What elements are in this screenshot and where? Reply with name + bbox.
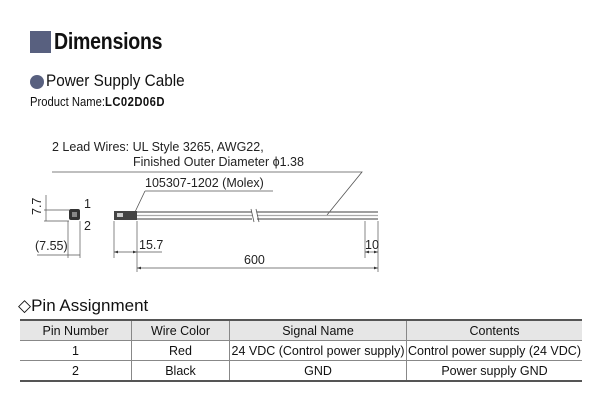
header-pin-number: Pin Number bbox=[20, 320, 132, 341]
pin2-label: 2 bbox=[84, 219, 91, 233]
page-title: Dimensions bbox=[54, 28, 163, 54]
pin-number: 1 bbox=[20, 340, 132, 361]
leader-lines bbox=[52, 171, 363, 216]
section-title: Power Supply Cable bbox=[46, 71, 185, 90]
dim-width: (7.55) bbox=[35, 239, 68, 253]
connector-side-view bbox=[114, 211, 137, 220]
pin-number: 2 bbox=[20, 360, 132, 382]
pin-assignment-table: Pin Number Wire Color Signal Name Conten… bbox=[20, 319, 582, 382]
product-label: Product Name: bbox=[30, 95, 106, 109]
diameter-label: Finished Outer Diameter ϕ1.38 bbox=[133, 155, 304, 169]
contents: Control power supply (24 VDC) bbox=[406, 340, 582, 361]
table-row: 2 Black GND Power supply GND bbox=[20, 360, 582, 382]
heading-square-icon bbox=[30, 31, 51, 53]
signal-name: 24 VDC (Control power supply) bbox=[229, 340, 407, 361]
table-header-row: Pin Number Wire Color Signal Name Conten… bbox=[20, 320, 582, 341]
dim-height: 7.7 bbox=[30, 198, 44, 215]
lead-wires-label: 2 Lead Wires: UL Style 3265, AWG22, bbox=[52, 140, 264, 154]
header-signal-name: Signal Name bbox=[229, 320, 407, 341]
header-wire-color: Wire Color bbox=[131, 320, 230, 341]
pin-assignment-title: ◇Pin Assignment bbox=[18, 296, 149, 315]
table-row: 1 Red 24 VDC (Control power supply) Cont… bbox=[20, 340, 582, 361]
product-name: Product Name:LC02D06D bbox=[30, 95, 165, 109]
header-contents: Contents bbox=[406, 320, 582, 341]
product-code: LC02D06D bbox=[105, 95, 165, 109]
dim-connector-length: 15.7 bbox=[139, 238, 163, 252]
dim-strip-length: 10 bbox=[365, 238, 379, 252]
connector-label: 105307-1202 (Molex) bbox=[145, 176, 264, 190]
contents: Power supply GND bbox=[406, 360, 582, 382]
dim-cable-length: 600 bbox=[244, 253, 265, 267]
signal-name: GND bbox=[229, 360, 407, 382]
wire-color: Black bbox=[131, 360, 230, 382]
cable bbox=[137, 208, 378, 223]
cable-drawing: 2 Lead Wires: UL Style 3265, AWG22, Fini… bbox=[30, 140, 379, 272]
bullet-circle-icon bbox=[30, 75, 44, 89]
pin1-label: 1 bbox=[84, 197, 91, 211]
wire-color: Red bbox=[131, 340, 230, 361]
